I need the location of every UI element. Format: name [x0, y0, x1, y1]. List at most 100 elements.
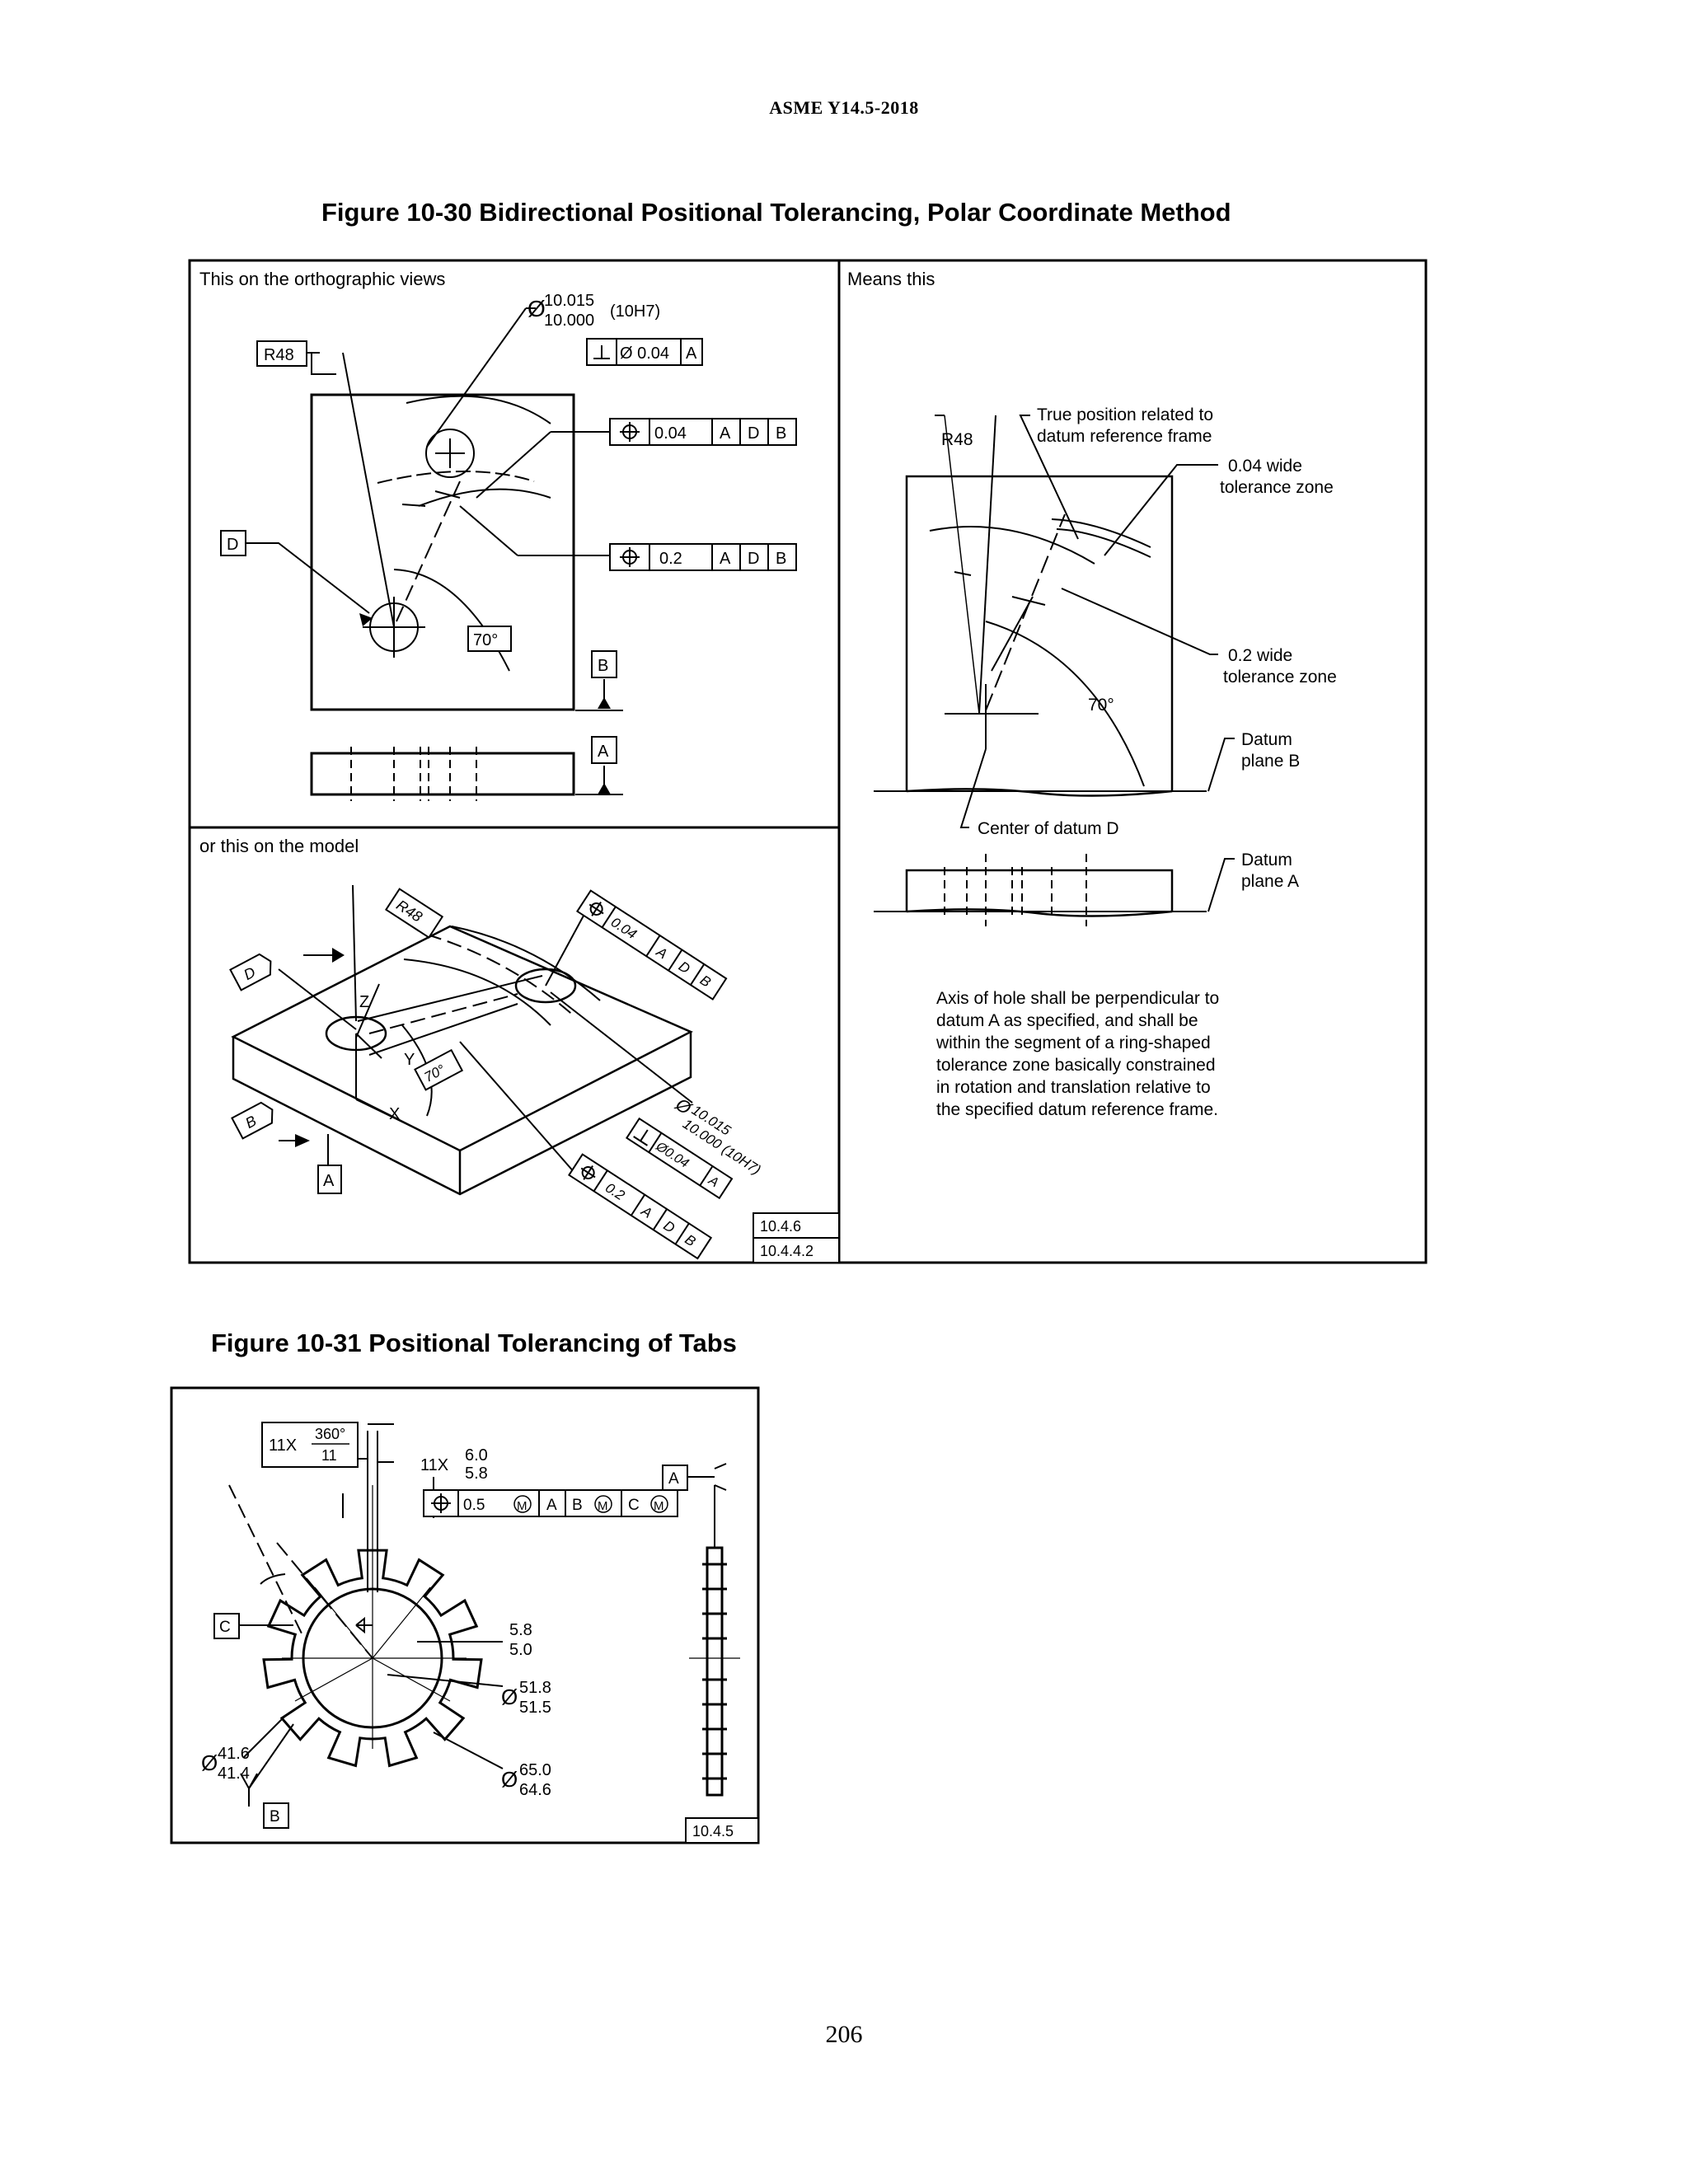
mmc-icon	[513, 1495, 532, 1513]
figure-10-31-caption: Figure 10-31 Positional Tolerancing of T…	[211, 1329, 737, 1357]
angle-numerator: 360°	[315, 1426, 345, 1442]
figure-frame	[188, 259, 1428, 1264]
tab-datum-a-label: A	[668, 1470, 679, 1488]
perpendicularity-icon	[633, 1129, 649, 1146]
ortho-datum-b-label: B	[598, 657, 608, 675]
tab-datum-a-box	[662, 1465, 688, 1491]
position-icon	[620, 422, 640, 442]
bore-dia-lower: 41.4	[218, 1765, 250, 1783]
plate-side-view	[310, 752, 575, 796]
ortho-datum-b-box	[591, 650, 617, 678]
bore-diameter-symbol: Ø	[201, 1750, 218, 1775]
model-position-frame-1: 0.04 A D B	[575, 889, 728, 1001]
means-explanation-line: in rotation and translation relative to	[936, 1078, 1211, 1097]
iso-hole	[514, 968, 577, 1004]
count-angle-prefix: 11X	[269, 1436, 297, 1455]
inner-dia-lower: 51.5	[519, 1699, 551, 1717]
plate-iso-top	[231, 925, 693, 1152]
means-explanation-line: Axis of hole shall be perpendicular to	[936, 989, 1219, 1008]
means-radius-label: R48	[941, 430, 973, 449]
page-number: 206	[825, 2021, 863, 2048]
ortho-pos1-datum-a: A	[720, 424, 731, 443]
ortho-pos1-datum-b: B	[776, 424, 786, 443]
datum-b-triangle	[598, 697, 611, 709]
width-upper: 6.0	[465, 1446, 488, 1465]
mmc-label: M	[517, 1499, 528, 1513]
tab-datum-c-box	[213, 1613, 240, 1639]
means-angle-label: 70°	[1088, 696, 1114, 715]
ortho-pos2-datum-d: D	[748, 550, 759, 568]
ortho-pos-tol-1: 0.04	[654, 424, 687, 443]
ortho-position-frame-2: 0.2 A D B	[609, 543, 797, 571]
count-angle-box: 11X 360° 11	[261, 1422, 359, 1468]
model-axis-z: Z	[359, 993, 369, 1011]
model-datum-a-label: A	[323, 1172, 335, 1190]
model-panel-label: or this on the model	[199, 836, 359, 856]
model-view: or this on the model	[199, 836, 840, 1263]
ortho-datum-d-label: D	[227, 536, 238, 554]
means-note-004-1: 0.04 wide	[1228, 457, 1302, 476]
angle-denominator: 11	[321, 1447, 337, 1464]
means-panel-label: Means this	[847, 269, 935, 289]
model-ref-2: 10.4.4.2	[760, 1243, 814, 1259]
datum-a-triangle	[598, 783, 611, 794]
means-note-true-position-2: datum reference frame	[1037, 427, 1212, 446]
outer-diameter-symbol: Ø	[501, 1767, 518, 1792]
means-datum-plane-a-2: plane A	[1241, 872, 1299, 891]
tab-pos-tol: 0.5	[463, 1497, 485, 1514]
model-datum-a-box	[317, 1165, 342, 1194]
gear-outline	[262, 1549, 483, 1768]
plate-top-view	[310, 393, 575, 711]
slot-upper: 5.8	[509, 1621, 532, 1639]
means-explanation: Axis of hole shall be perpendicular to d…	[935, 989, 1219, 1119]
model-position-frame-2: 0.2 A D B	[567, 1153, 713, 1260]
means-explanation-line: within the segment of a ring-shaped	[935, 1033, 1211, 1052]
means-plate	[905, 475, 1174, 791]
model-reference-box: 10.4.6 10.4.4.2	[753, 1212, 840, 1263]
model-angle-tag: 70°	[414, 1048, 464, 1091]
position-icon	[588, 902, 604, 916]
position-icon	[620, 547, 640, 567]
means-explanation-line: the specified datum reference frame.	[936, 1100, 1218, 1119]
ortho-pos2-datum-a: A	[720, 550, 731, 568]
ortho-fit-class: (10H7)	[610, 302, 660, 321]
position-icon	[431, 1493, 451, 1513]
mmc-label: M	[598, 1499, 608, 1513]
bore-dia-upper: 41.6	[218, 1745, 250, 1763]
means-note-004-2: tolerance zone	[1220, 478, 1334, 497]
tab-datum-c: C	[628, 1497, 640, 1514]
means-note-true-position-1: True position related to	[1037, 405, 1213, 424]
slot-lower: 5.0	[509, 1641, 532, 1659]
ortho-datum-a-label: A	[598, 743, 609, 761]
ortho-diameter-upper: 10.015	[544, 292, 594, 310]
means-view: Means this	[847, 269, 1337, 1119]
ortho-angle-label: 70°	[473, 631, 498, 649]
model-datum-b-tag: B	[231, 1101, 274, 1140]
model-axis-y: Y	[404, 1051, 415, 1069]
means-note-02-2: tolerance zone	[1223, 668, 1337, 687]
tab-datum-b-box	[263, 1802, 289, 1829]
ortho-radius-label: R48	[264, 346, 294, 364]
means-explanation-line: tolerance zone basically constrained	[936, 1056, 1216, 1075]
width-lower: 5.8	[465, 1465, 488, 1483]
position-icon	[580, 1165, 596, 1180]
perpendicularity-icon	[593, 345, 610, 359]
tab-reference: 10.4.5	[692, 1823, 734, 1840]
ortho-pos-tol-2: 0.2	[659, 550, 682, 568]
means-note-02-1: 0.2 wide	[1228, 646, 1292, 665]
ortho-diameter-symbol: Ø	[528, 296, 546, 321]
tab-datum-b-label: B	[270, 1808, 280, 1825]
ortho-perpendicularity-frame: Ø 0.04 A	[586, 338, 703, 366]
model-ref-1: 10.4.6	[760, 1218, 801, 1235]
ortho-view: This on the orthographic views	[199, 269, 797, 801]
ortho-diameter-lower: 10.000	[544, 312, 594, 330]
model-r48-tag: R48	[384, 888, 444, 939]
figure-10-30-caption: Figure 10-30 Bidirectional Positional To…	[321, 198, 1231, 227]
outer-dia-upper: 65.0	[519, 1761, 551, 1779]
tab-datum-c-label: C	[219, 1619, 231, 1636]
figure-10-31-drawing: 11X 360° 11 11X 6.0 5.8 0.5 M A B M C M …	[170, 1386, 760, 1844]
outer-dia-lower: 64.6	[519, 1781, 551, 1799]
ortho-datum-d-box	[220, 530, 246, 556]
count-width-prefix: 11X	[420, 1456, 448, 1474]
inner-diameter-symbol: Ø	[501, 1685, 518, 1709]
